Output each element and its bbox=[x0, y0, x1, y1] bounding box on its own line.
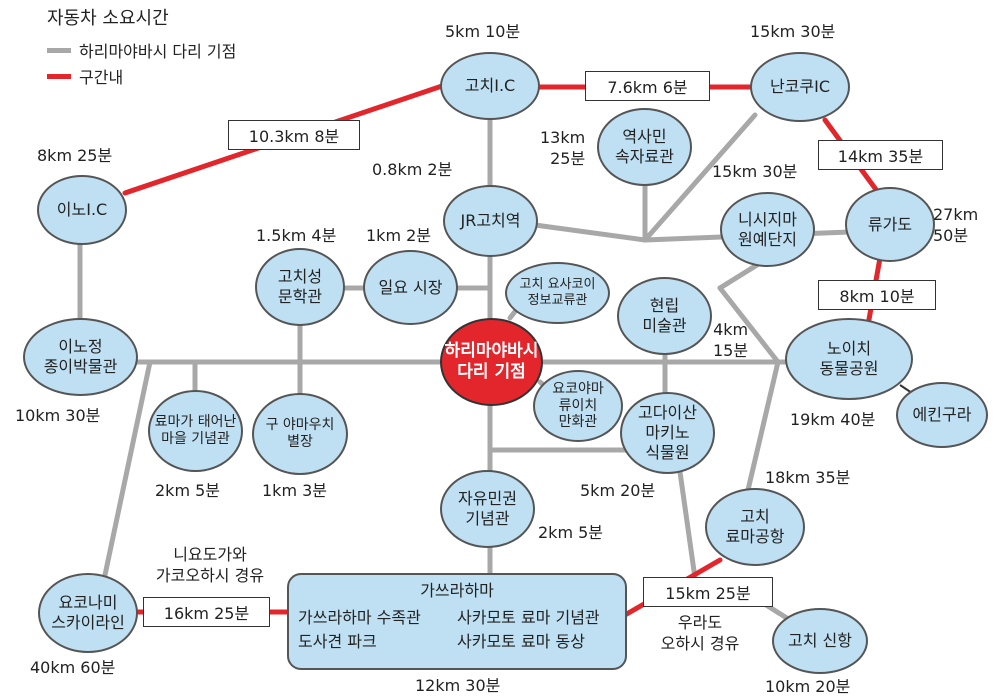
time-yamauchi-villa: 1km 3분 bbox=[262, 481, 328, 500]
tosa-dog-park: 도사견 파크 bbox=[298, 632, 377, 651]
route-to-airport bbox=[745, 359, 781, 493]
segment-kochi-nankoku: 7.6km 6분 bbox=[585, 71, 710, 101]
time-nishijima: 15km 30분 bbox=[712, 162, 798, 181]
time-nankoku-ic: 15km 30분 bbox=[750, 22, 836, 41]
node-nankoku-ic[interactable]: 난코쿠IC bbox=[750, 52, 850, 122]
time-makino-garden: 5km 20분 bbox=[580, 481, 656, 500]
legend-gray-label: 하리마야바시 다리 기점 bbox=[79, 42, 237, 61]
legend-red-swatch bbox=[47, 73, 71, 79]
route-to-yokonami bbox=[102, 359, 153, 578]
node-jr-kochi-station[interactable]: JR고치역 bbox=[443, 185, 538, 257]
segment-katsurahama-airport: 15km 25분 bbox=[643, 577, 773, 607]
time-ryoma-birthplace: 2km 5분 bbox=[155, 481, 221, 500]
node-kochi-new-port[interactable]: 고치 신항 bbox=[772, 608, 868, 674]
katsurahama-aquarium: 가쓰라하마 수족관 bbox=[298, 608, 421, 627]
time-noichi-zoo: 19km 40분 bbox=[790, 410, 876, 429]
node-ekingura[interactable]: 에킨구라 bbox=[896, 382, 988, 448]
legend-gray-swatch bbox=[47, 47, 71, 53]
route-jr-junction bbox=[532, 222, 648, 243]
legend-gray: 하리마야바시 다리 기점 bbox=[47, 38, 236, 62]
time-yokonami: 40km 60분 bbox=[30, 658, 116, 677]
legend-title: 자동차 소요시간 bbox=[47, 8, 169, 29]
segment-yokonami-katsurahama: 16km 25분 bbox=[143, 597, 270, 627]
time-airport: 18km 35분 bbox=[765, 468, 851, 487]
legend-red: 구간내 bbox=[47, 64, 123, 88]
route-makino-south bbox=[677, 469, 698, 581]
time-ino-paper-museum: 10km 30분 bbox=[15, 406, 101, 425]
segment-ino-kochi: 10.3km 8분 bbox=[228, 120, 360, 150]
node-kochi-ic[interactable]: 고치I.C bbox=[440, 52, 540, 120]
route-junction-nankoku bbox=[642, 112, 758, 243]
sakamoto-ryoma-statue: 사카모토 료마 동상 bbox=[457, 632, 585, 651]
time-freedom-museum: 2km 5분 bbox=[538, 523, 604, 542]
node-sunday-market[interactable]: 일요 시장 bbox=[363, 250, 458, 325]
segment-nankoku-ryugado: 14km 35분 bbox=[818, 140, 943, 170]
node-ino-ic[interactable]: 이노I.C bbox=[37, 175, 127, 245]
node-ryugado[interactable]: 류가도 bbox=[845, 187, 935, 262]
legend-red-label: 구간내 bbox=[79, 68, 124, 87]
time-new-port: 10km 20분 bbox=[765, 677, 851, 696]
katsurahama-title: 가쓰라하마 bbox=[420, 581, 494, 600]
time-ino-ic: 8km 25분 bbox=[37, 146, 113, 165]
node-katsurahama-area[interactable]: 가쓰라하마 가쓰라하마 수족관 도사견 파크 사카모토 료마 기념관 사카모토 … bbox=[287, 573, 627, 670]
segment-ryugado-noichi: 8km 10분 bbox=[818, 280, 936, 310]
time-jr-station: 0.8km 2분 bbox=[372, 160, 453, 179]
time-kochi-castle: 1.5km 4분 bbox=[256, 226, 337, 245]
time-kochi-ic: 5km 10분 bbox=[445, 22, 521, 41]
time-katsurahama: 12km 30분 bbox=[415, 676, 501, 695]
sakamoto-ryoma-museum: 사카모토 료마 기념관 bbox=[457, 608, 600, 627]
route-to-noichi bbox=[717, 285, 781, 365]
time-sunday-market: 1km 2분 bbox=[366, 226, 432, 245]
